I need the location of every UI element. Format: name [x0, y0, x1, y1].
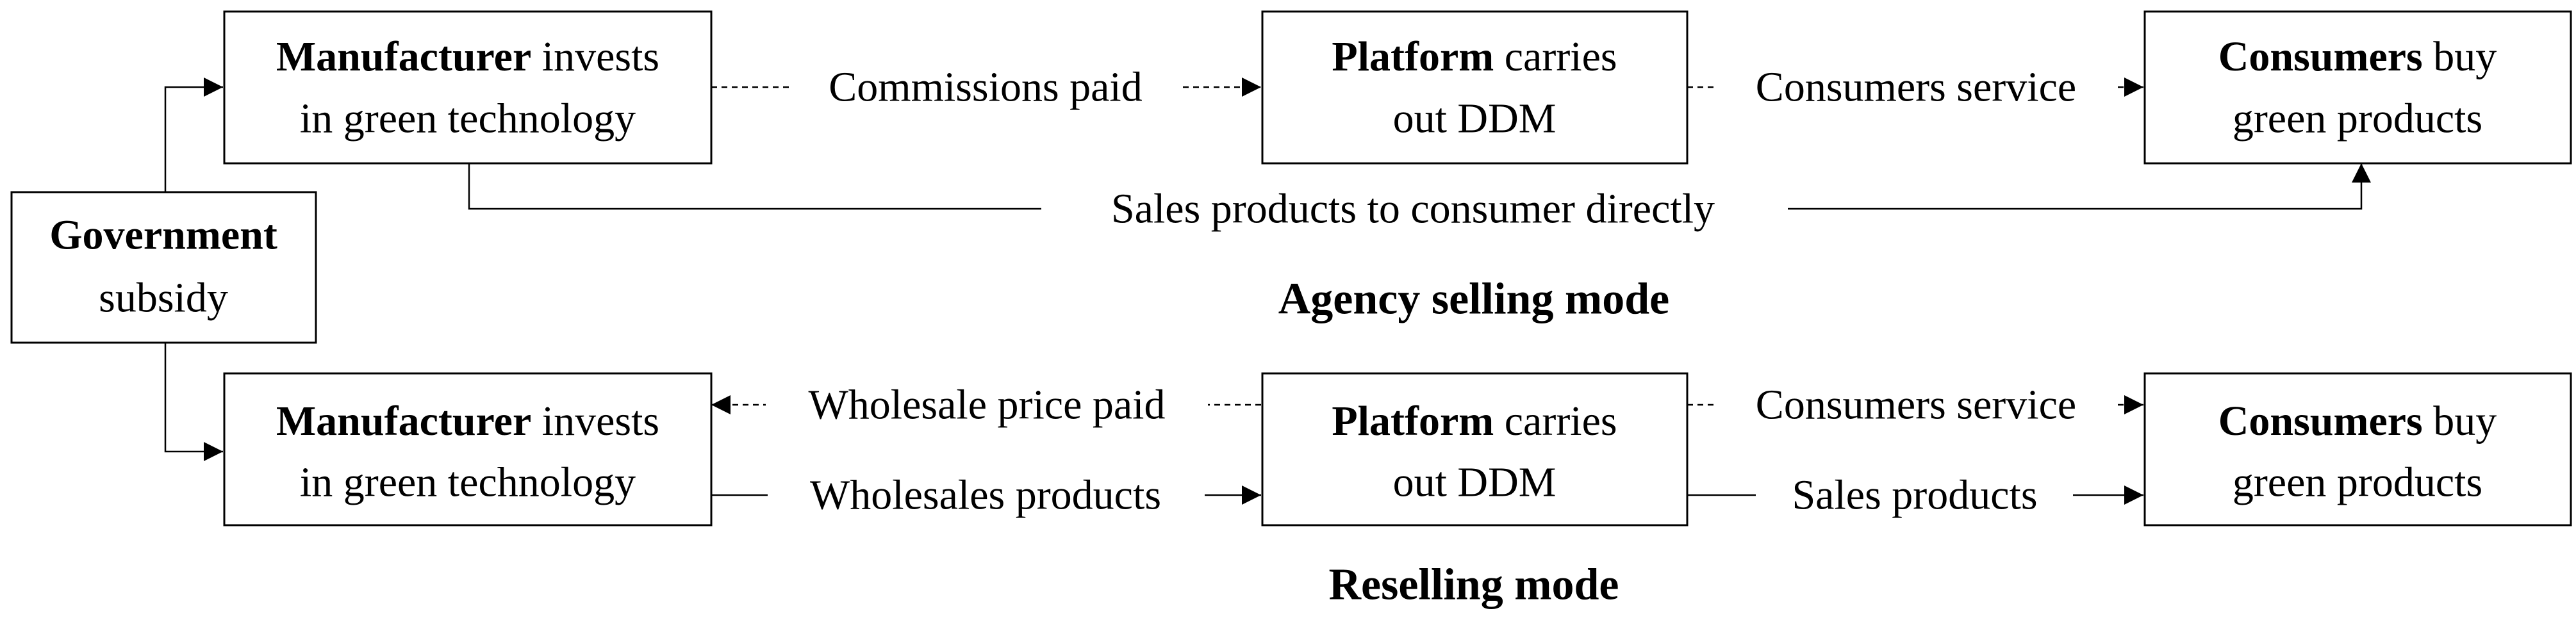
reselling-mode-title: Reselling mode [1328, 560, 1619, 610]
sales-products-label: Sales products [1792, 472, 2037, 519]
commissions-paid-label: Commissions paid [829, 64, 1143, 111]
agency-consumers-line1: Consumers buy [2218, 33, 2497, 80]
government-to-agency-manufacturer-connector [164, 78, 223, 192]
reselling-manufacturer-node: Manufacturer invests in green technology [223, 372, 713, 526]
wholesale-price-paid-label: Wholesale price paid [808, 382, 1165, 428]
agency-consumers-service-label: Consumers service [1756, 64, 2076, 111]
agency-consumers-line2: green products [2233, 95, 2482, 142]
reselling-consumers-service-label: Consumers service [1756, 382, 2076, 428]
agency-consumers-node: Consumers buy green products [2143, 10, 2572, 165]
agency-platform-node: Platform carries out DDM [1261, 10, 1688, 165]
reselling-platform-node: Platform carries out DDM [1261, 372, 1688, 526]
agency-manufacturer-node: Manufacturer invests in green technology [223, 10, 713, 165]
reselling-platform-line1: Platform carries [1332, 398, 1617, 445]
reselling-manufacturer-line1: Manufacturer invests [276, 398, 659, 445]
government-to-reselling-manufacturer-connector [164, 343, 223, 461]
reselling-manufacturer-line2: in green technology [300, 459, 636, 506]
agency-manufacturer-line1: Manufacturer invests [276, 33, 659, 80]
reselling-platform-line2: out DDM [1393, 459, 1556, 506]
reselling-consumers-line2: green products [2233, 459, 2482, 506]
reselling-consumers-node: Consumers buy green products [2143, 372, 2572, 526]
agency-platform-line2: out DDM [1393, 95, 1556, 142]
agency-platform-line1: Platform carries [1332, 33, 1617, 80]
agency-mode-title: Agency selling mode [1278, 275, 1670, 324]
government-node: Government subsidy [10, 191, 317, 344]
wholesales-products-label: Wholesales products [810, 472, 1161, 519]
direct-sales-label: Sales products to consumer directly [1111, 186, 1715, 232]
government-label: Government [49, 212, 277, 259]
reselling-consumers-line1: Consumers buy [2218, 398, 2497, 445]
government-sublabel: subsidy [99, 275, 228, 322]
agency-manufacturer-line2: in green technology [300, 95, 636, 142]
